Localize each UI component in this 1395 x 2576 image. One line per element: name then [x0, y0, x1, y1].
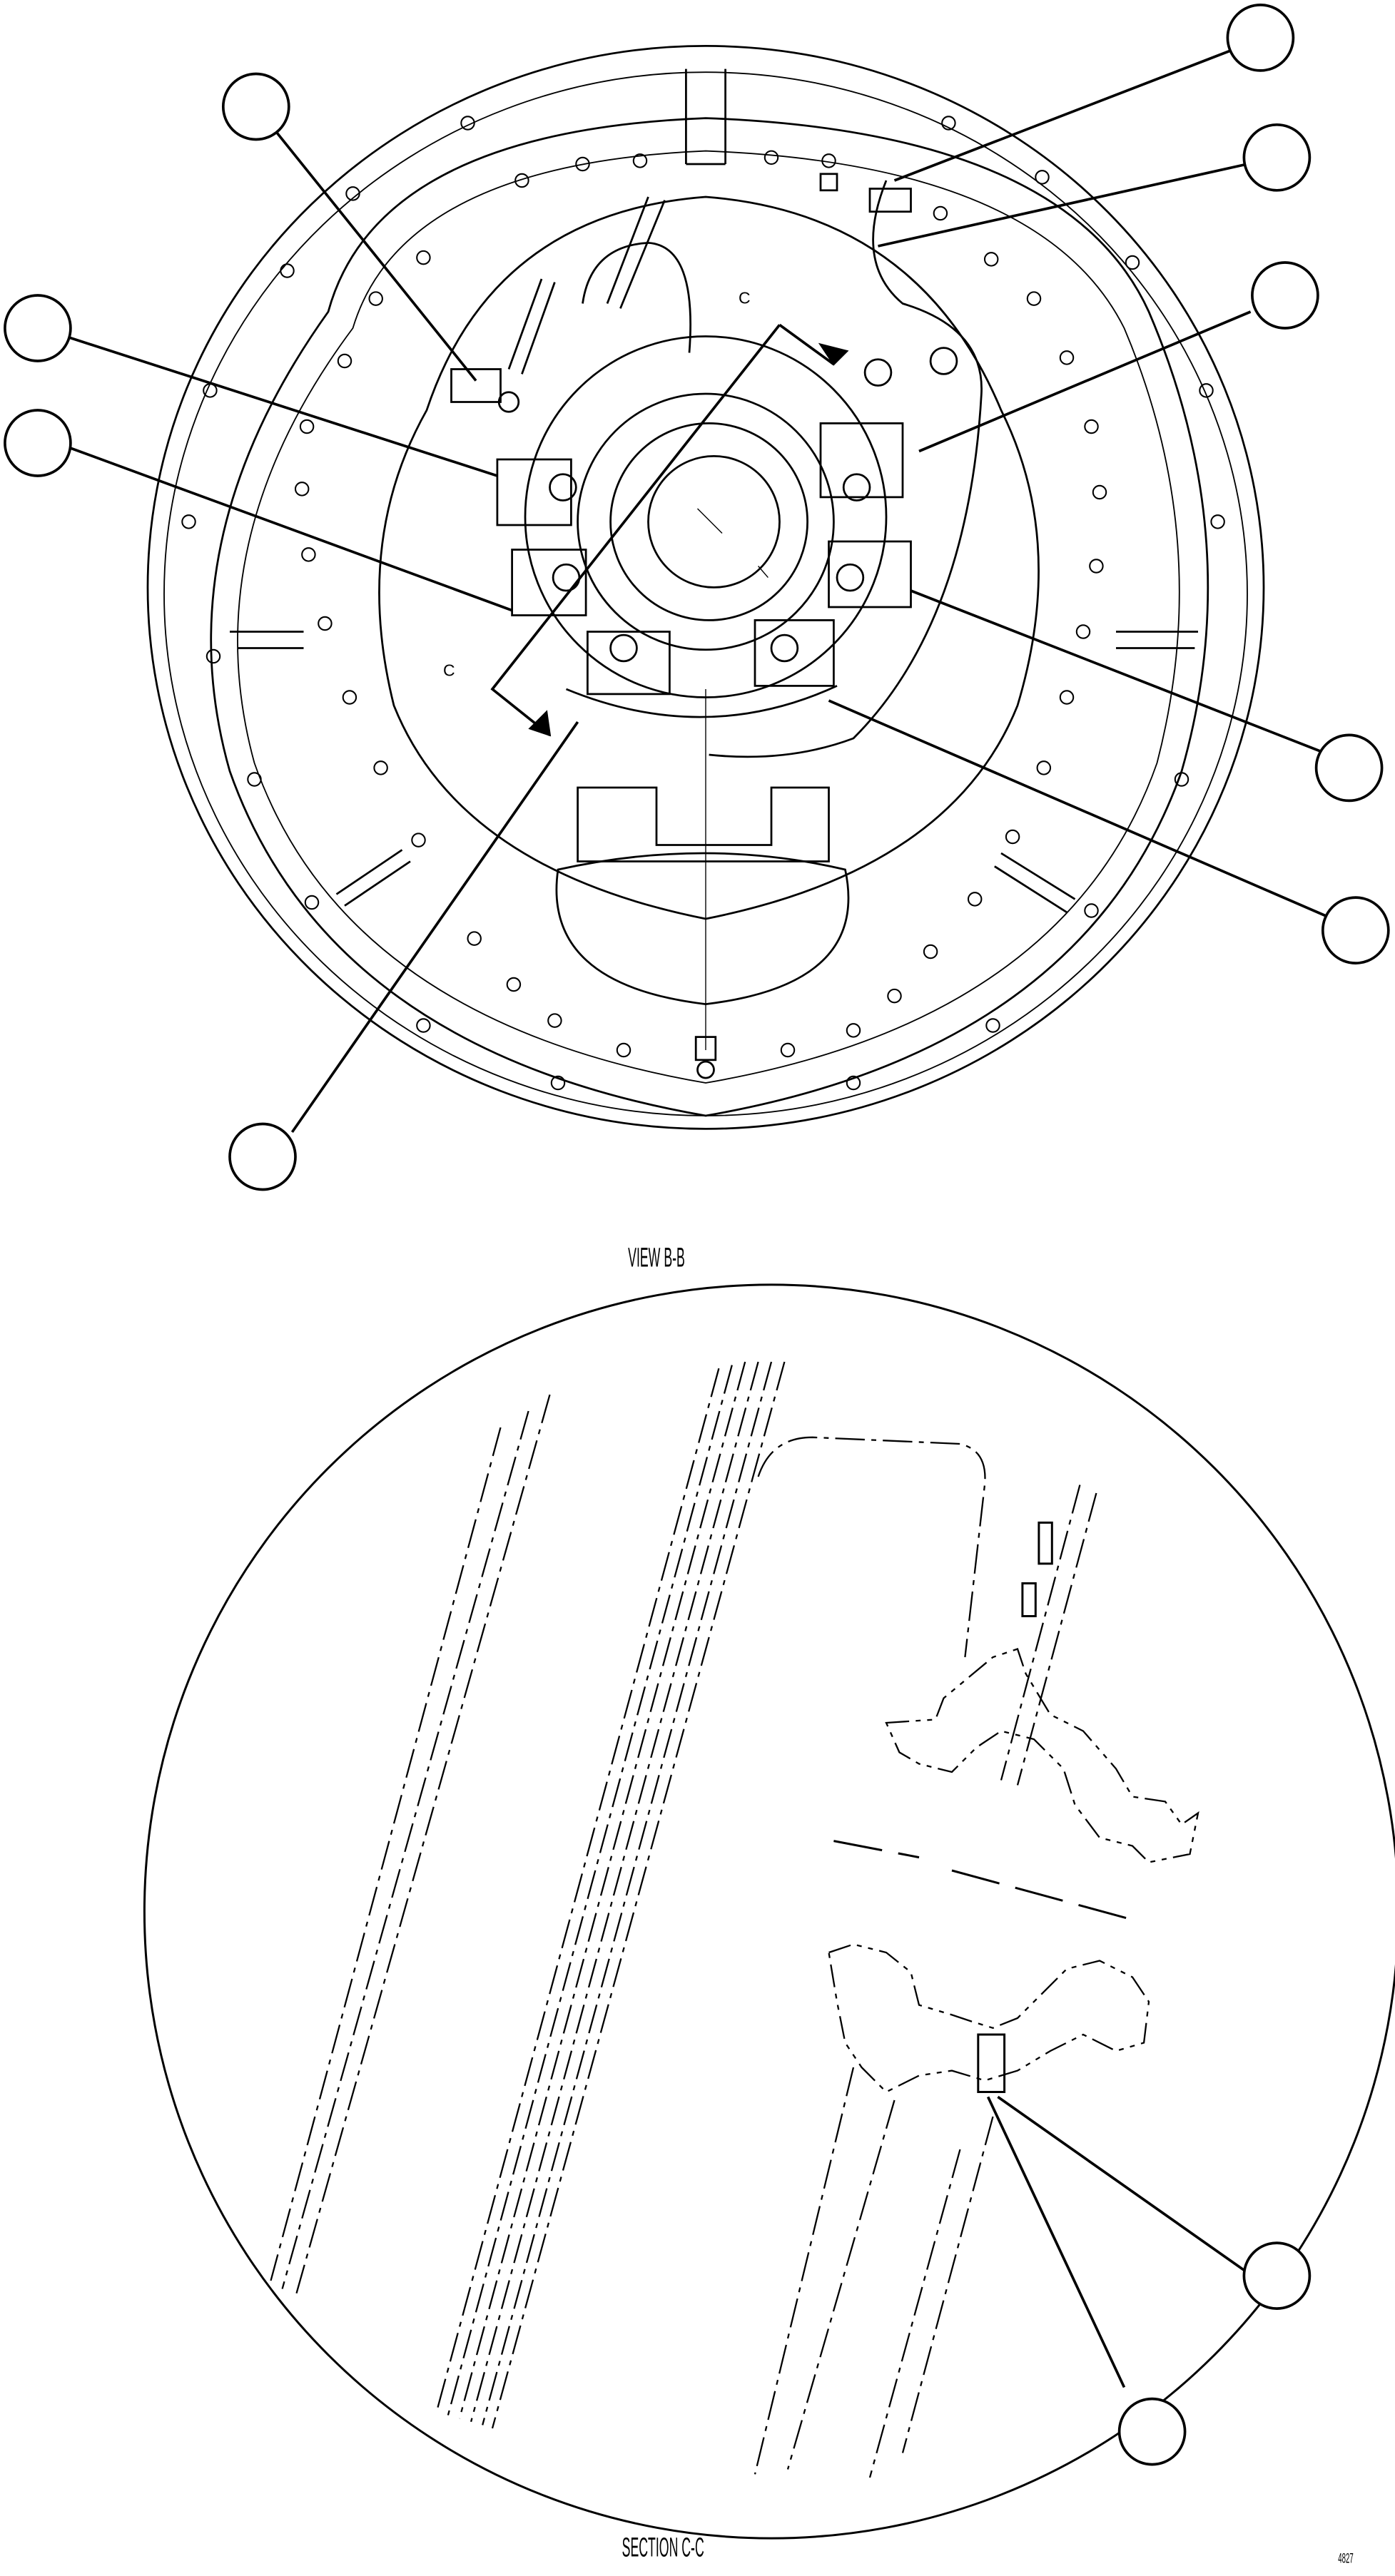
flange-outline — [210, 117, 1209, 1117]
connector-rod — [606, 196, 666, 309]
lower-left-rib — [335, 849, 411, 907]
brush-holder-3 — [587, 631, 671, 696]
callout-4 — [228, 1122, 297, 1191]
view-b-b — [65, 45, 1334, 1134]
callout-10 — [1242, 2241, 1312, 2310]
brush-holder-4 — [754, 619, 835, 687]
view-title-top: VIEW B-B — [628, 1243, 685, 1273]
hub-mid — [577, 392, 835, 651]
right-rib — [1115, 631, 1198, 649]
callouts-bottom-group — [1117, 2241, 1312, 2466]
callout-11 — [1117, 2397, 1187, 2466]
leader-lines-top — [65, 48, 1334, 1134]
left-rib — [230, 631, 304, 649]
upper-part-profile — [885, 1648, 1199, 1863]
section-c-c — [143, 1283, 1395, 2540]
hub-lower-arc — [565, 685, 838, 718]
inner-cavity — [378, 195, 1040, 920]
callout-8 — [1314, 733, 1384, 803]
section-boundary — [143, 1283, 1395, 2540]
lower-oval — [555, 852, 850, 1005]
leader-lines-bottom — [986, 2095, 1249, 2388]
connector-hose — [582, 242, 692, 353]
outer-housing — [146, 45, 1265, 1130]
terminal-right — [929, 347, 958, 375]
sensor-body — [450, 368, 502, 403]
lead-wire — [709, 180, 983, 758]
lower-bracket — [577, 786, 830, 862]
callout-6 — [1242, 123, 1312, 192]
flange-inner — [237, 150, 1180, 1084]
callout-2 — [4, 294, 72, 362]
hub-ring — [609, 422, 808, 621]
callout-7 — [1251, 261, 1319, 330]
callout-3 — [4, 409, 72, 477]
brush-holder-6 — [828, 540, 912, 609]
callout-5 — [1226, 4, 1295, 72]
brush-holder-5 — [819, 422, 904, 502]
callout-9 — [1321, 896, 1390, 964]
bolt-circle — [181, 116, 1225, 1091]
callout-1 — [221, 72, 290, 141]
sensor-arm — [507, 278, 556, 375]
figure-id: 4827 — [1338, 2551, 1353, 2567]
hub-bore — [647, 455, 781, 589]
terminal-left — [863, 358, 893, 387]
section-line — [490, 324, 781, 736]
callouts-top-group — [4, 4, 1390, 1191]
lower-part-profile — [828, 1943, 1150, 2093]
brush-holder-1 — [496, 458, 577, 526]
section-marker-left: C — [443, 661, 455, 680]
top-rib — [685, 68, 726, 166]
lower-right-rib — [994, 852, 1076, 913]
section-marker-top: C — [739, 289, 751, 307]
view-title-bottom: SECTION C-C — [622, 2532, 704, 2562]
